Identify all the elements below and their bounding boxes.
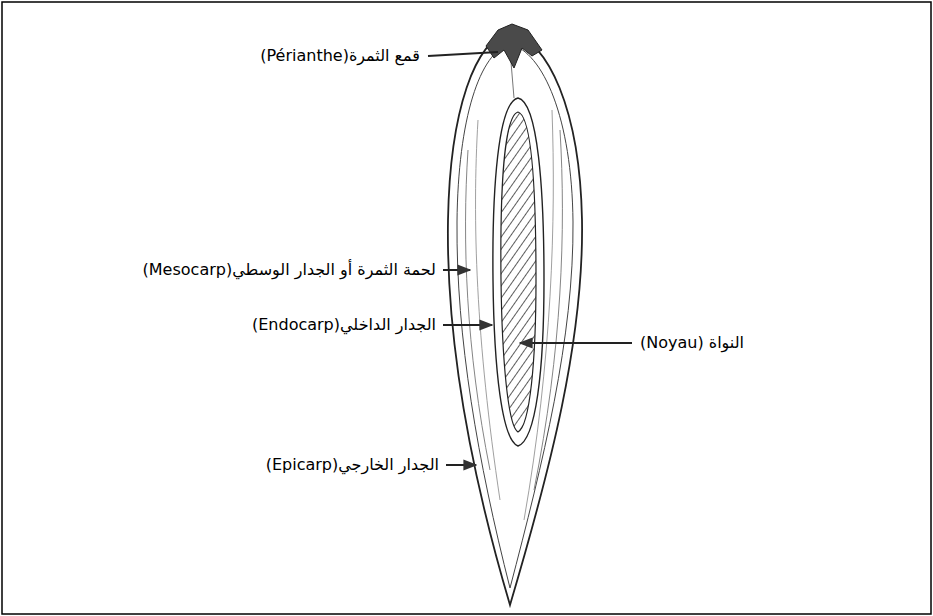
seed [501,112,536,432]
leader-line [428,52,498,56]
endocarp-outline [493,98,544,446]
part-label: الجدار الداخلي(Endocarp) [252,315,436,335]
leader-line [520,342,632,344]
part-label: لحمة الثمرة أو الجدار الوسطي(Mesocarp) [143,260,436,280]
epicarp-outline [448,32,582,605]
part-label: الجدار الخارجي(Epicarp) [266,455,439,475]
leader-line [443,269,470,271]
epicarp-inner-line [457,44,573,588]
part-label: قمع الثمرة(Périanthe) [260,46,420,66]
perianth [486,24,542,68]
mesocarp-line [466,150,490,470]
leader-line [446,464,476,466]
part-label: النواة (Noyau) [640,333,744,353]
leader-line [443,324,492,326]
